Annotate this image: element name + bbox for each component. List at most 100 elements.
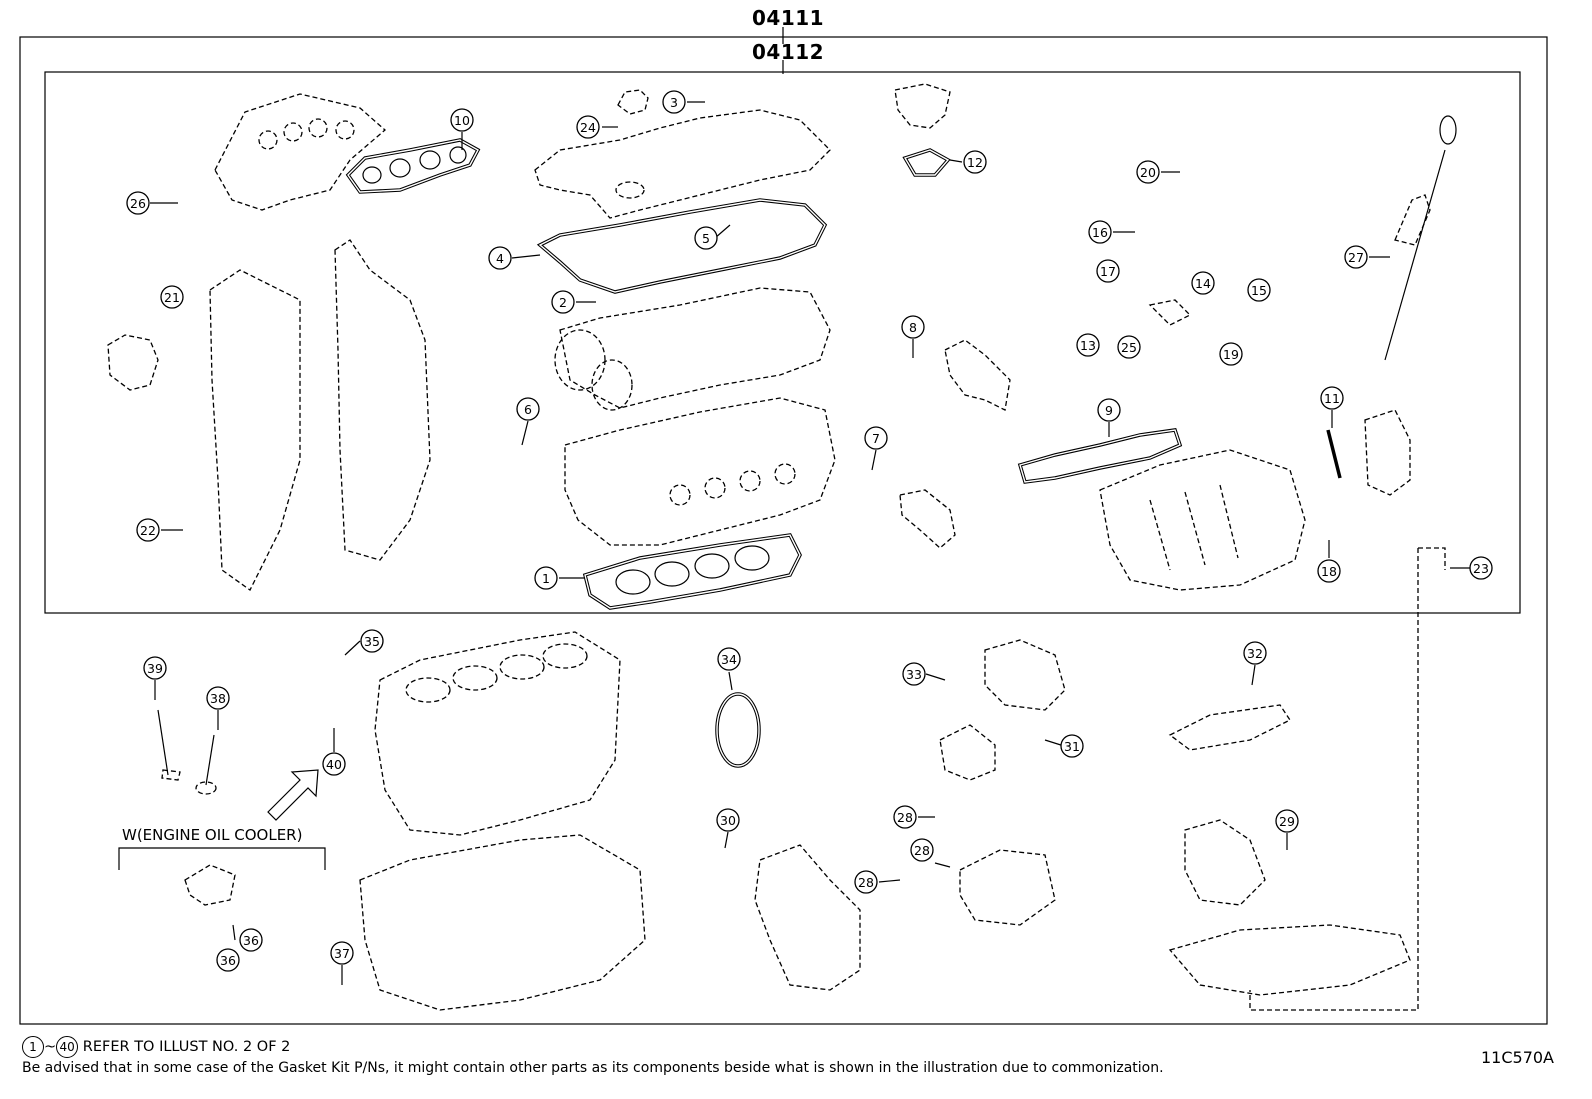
callout-circle (1096, 259, 1120, 283)
kit-04111-frame (19, 36, 1548, 1025)
range-start-mark: 1 (22, 1036, 44, 1058)
callout-circle (901, 315, 925, 339)
callout-circle (1320, 386, 1344, 410)
callout-circle (1275, 809, 1299, 833)
callout-number: 15 (1251, 283, 1267, 298)
callout-40: 40 (322, 752, 346, 776)
exhaust-manifold-outline (214, 93, 386, 211)
refer-text: REFER TO ILLUST NO. 2 OF 2 (82, 1039, 291, 1055)
callout-2: 2 (551, 290, 575, 314)
callout-20: 20 (1136, 160, 1160, 184)
callout-32: 32 (1243, 641, 1267, 665)
callout-circle (1097, 398, 1121, 422)
callout-7: 7 (864, 426, 888, 450)
callout-16: 16 (1088, 220, 1112, 244)
egr-cooler-outline (984, 639, 1066, 711)
timing-cover-left-outline (209, 269, 301, 591)
callout-number: 29 (1279, 814, 1295, 829)
oil-pump-outline (754, 844, 861, 991)
callout-number: 31 (1064, 739, 1080, 754)
oil-cooler-bracket (118, 847, 326, 870)
water-bypass-outline (939, 724, 996, 781)
oil-pan-upper-outline (359, 834, 646, 1011)
rear-oil-seal (715, 692, 761, 768)
footer-advisory: Be advised that in some case of the Gask… (22, 1060, 1164, 1076)
callout-5: 5 (694, 226, 718, 250)
gasket-11-strip (1326, 429, 1342, 479)
callout-number: 35 (364, 634, 380, 649)
oil-cooler-arrow (267, 769, 319, 821)
callout-number: 30 (720, 813, 736, 828)
callout-26: 26 (126, 191, 150, 215)
callout-number: 20 (1140, 165, 1156, 180)
callout-number: 2 (559, 295, 567, 310)
callout-28: 28 (854, 870, 878, 894)
range-separator: ~ (44, 1039, 57, 1055)
callout-17: 17 (1096, 259, 1120, 283)
oil-cooler-fitting-outline (184, 864, 236, 906)
callout-6: 6 (516, 397, 540, 421)
callout-circle (1243, 641, 1267, 665)
callout-circle (1469, 556, 1493, 580)
callout-39: 39 (143, 656, 167, 680)
callout-number: 19 (1223, 347, 1239, 362)
callout-29: 29 (1275, 809, 1299, 833)
callout-36: 36 (216, 948, 240, 972)
callout-number: 38 (210, 691, 226, 706)
callout-11: 11 (1320, 386, 1344, 410)
callout-circle (516, 397, 540, 421)
callout-circle (717, 647, 741, 671)
callout-33: 33 (902, 662, 926, 686)
cylinder-block-outline (374, 631, 621, 836)
callout-number: 5 (702, 231, 710, 246)
valve-cover-gasket (536, 198, 828, 294)
intake-manifold-gasket (1017, 428, 1183, 484)
callout-circle (1191, 271, 1215, 295)
callout-number: 39 (147, 661, 163, 676)
callout-10: 10 (450, 108, 474, 132)
water-pump-left-outline (107, 334, 159, 391)
cylinder-head-outline (564, 397, 836, 546)
callout-number: 26 (130, 196, 146, 211)
callout-21: 21 (160, 285, 184, 309)
kit-code-04111: 04111 (752, 6, 825, 30)
callout-19: 19 (1219, 342, 1243, 366)
callout-circle (136, 518, 160, 542)
callout-circle (488, 246, 512, 270)
oil-filler-cap-outline (617, 89, 649, 115)
oil-cooler-body-outline (1184, 819, 1266, 906)
callout-number: 11 (1324, 391, 1340, 406)
range-end-mark: 40 (56, 1036, 79, 1058)
callout-circle (1344, 245, 1368, 269)
callout-1: 1 (534, 566, 558, 590)
callout-number: 36 (243, 933, 259, 948)
valve-outlines (157, 709, 217, 795)
callout-number: 28 (897, 810, 913, 825)
callout-circle (1088, 220, 1112, 244)
callout-38: 38 (206, 686, 230, 710)
callout-27: 27 (1344, 245, 1368, 269)
callout-circle (1136, 160, 1160, 184)
kit-code-04112: 04112 (752, 40, 825, 64)
callout-15: 15 (1247, 278, 1271, 302)
callout-3: 3 (662, 90, 686, 114)
callout-circle (206, 686, 230, 710)
callout-number: 33 (906, 667, 922, 682)
callout-9: 9 (1097, 398, 1121, 422)
callout-circle (216, 948, 240, 972)
vvt-sensor-outline (1148, 299, 1192, 326)
callout-number: 1 (542, 571, 550, 586)
callout-30: 30 (716, 808, 740, 832)
callout-number: 10 (454, 113, 470, 128)
callout-34: 34 (717, 647, 741, 671)
callout-number: 18 (1321, 564, 1337, 579)
callout-28: 28 (910, 838, 934, 862)
callout-circle (1247, 278, 1271, 302)
callout-circle (854, 870, 878, 894)
callout-circle (143, 656, 167, 680)
callout-4: 4 (488, 246, 512, 270)
callout-14: 14 (1191, 271, 1215, 295)
callout-circle (1060, 734, 1084, 758)
callout-number: 8 (909, 320, 917, 335)
oil-cooler-pipe-outline (1168, 704, 1291, 751)
